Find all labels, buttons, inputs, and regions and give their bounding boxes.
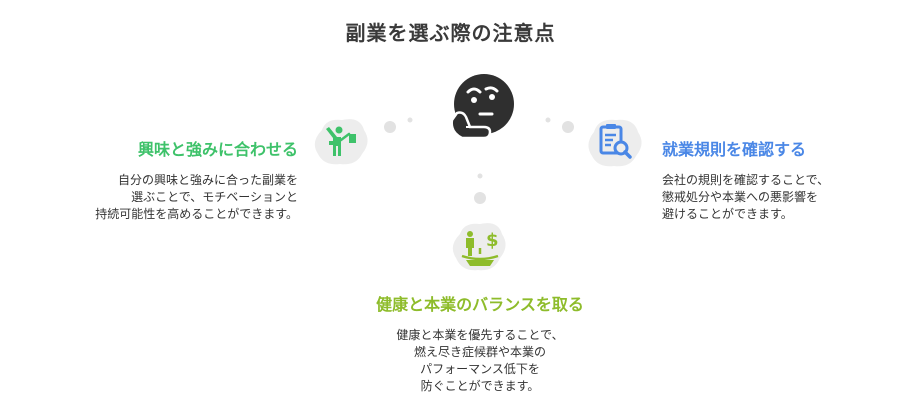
description-line: パフォーマンス低下を bbox=[420, 362, 540, 376]
description-line: 懲戒処分や本業への悪影響を bbox=[662, 190, 819, 204]
page-title: 副業を選ぶ際の注意点 bbox=[345, 21, 556, 45]
connector-dot bbox=[477, 173, 483, 179]
description-line: 選ぶことで、モチベーションと bbox=[131, 190, 298, 204]
balance-scale-people-money-icon: $ bbox=[452, 223, 506, 271]
thinking-face-icon bbox=[450, 74, 514, 140]
connector-dot bbox=[407, 117, 413, 123]
description-line: 自分の興味と強みに合った副業を bbox=[117, 173, 298, 187]
connector-dot bbox=[545, 117, 551, 123]
connector-dot bbox=[562, 121, 574, 133]
heading-health-balance: 健康と本業のバランスを取る bbox=[376, 295, 584, 314]
svg-text:$: $ bbox=[486, 230, 499, 251]
person-presenting-icon bbox=[314, 119, 368, 165]
description-line: 防ぐことができます。 bbox=[420, 379, 540, 393]
heading-interests-strengths: 興味と強みに合わせる bbox=[137, 140, 298, 159]
description-line: 避けることができます。 bbox=[662, 207, 793, 221]
connector-dot bbox=[474, 192, 486, 204]
description-line: 会社の規則を確認することで、 bbox=[662, 173, 830, 187]
description-interests-strengths: 自分の興味と強みに合った副業を 選ぶことで、モチベーションと 持続可能性を高める… bbox=[40, 172, 298, 223]
connector-dot bbox=[384, 121, 396, 133]
description-check-work-rules: 会社の規則を確認することで、 懲戒処分や本業への悪影響を 避けることができます。 bbox=[662, 172, 829, 223]
description-line: 健康と本業を優先することで、 bbox=[396, 328, 564, 342]
description-health-balance: 健康と本業を優先することで、 燃え尽き症候群や本業の パフォーマンス低下を 防ぐ… bbox=[330, 327, 630, 395]
clipboard-search-icon bbox=[588, 119, 642, 167]
description-line: 持続可能性を高めることができます。 bbox=[95, 207, 298, 221]
description-line: 燃え尽き症候群や本業の bbox=[413, 345, 546, 359]
heading-check-work-rules: 就業規則を確認する bbox=[662, 140, 807, 159]
